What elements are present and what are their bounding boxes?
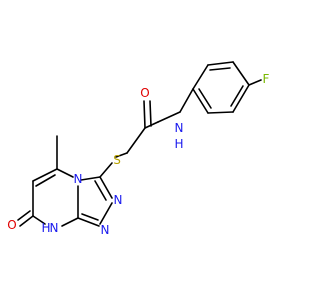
- amide-oxygen-atom-label: O: [140, 86, 149, 100]
- bond-ring-ch2: [179, 88, 194, 113]
- sulfur-atom-label: S: [113, 153, 121, 167]
- bond-s-c3: [99, 162, 113, 178]
- bond-ring-a: [232, 61, 250, 86]
- bond-c3-n4: [80, 176, 101, 181]
- bond-c7-n8: [32, 215, 46, 225]
- amide-nitrogen-atom-label: N: [175, 121, 184, 135]
- bond-ring-f: [232, 84, 250, 113]
- bond-c5-c6-double: [35, 174, 56, 187]
- bond-c3-n2-double: [94, 180, 107, 201]
- atom-labels: F O N H S N N N N H O: [7, 72, 269, 237]
- bond-carbonyl-o-double: [149, 100, 152, 127]
- bond-c3-n2: [99, 176, 113, 199]
- triazole-nitrogen-2-atom-label: N: [114, 193, 123, 207]
- bond-ring-d: [192, 88, 209, 114]
- fluorine-atom-label: F: [263, 72, 270, 86]
- ring-nh-hydrogen-label: H: [41, 221, 50, 235]
- bond-ch2-n: [157, 111, 181, 123]
- bond-ring-e: [207, 111, 234, 114]
- bond-carbonyl-ch2: [126, 127, 146, 154]
- carbonyl-oxygen-atom-label: O: [7, 218, 16, 232]
- bond-ring-c: [192, 64, 209, 90]
- bond-n1-c8a-double: [81, 213, 99, 221]
- bond-ring-f-double: [230, 85, 244, 107]
- background: [0, 0, 300, 300]
- amide-hydrogen-label: H: [174, 137, 183, 151]
- bond-c7-o: [19, 215, 34, 227]
- bond-ring-d-double: [198, 88, 212, 109]
- bond-n4-c5: [56, 168, 74, 178]
- bond-ring-b: [207, 61, 234, 66]
- bond-c7-o-double: [17, 210, 31, 221]
- bond-ch2-s: [115, 152, 128, 158]
- ring-nh-nitrogen-atom-label: N: [50, 221, 59, 235]
- bond-n1-c8a: [77, 217, 100, 227]
- bond-ring-b-double: [209, 67, 231, 71]
- molecule-structure-diagram: F O N H S N N N N H O: [0, 0, 300, 300]
- bonds: [17, 61, 262, 227]
- bridgehead-nitrogen-atom-label: N: [74, 172, 83, 186]
- bond-n2-n1: [99, 202, 113, 225]
- bond-carbonyl-o: [143, 100, 146, 129]
- bond-c5-c6: [32, 168, 58, 182]
- bond-n8-c8a: [61, 217, 79, 227]
- bond-c1-f: [248, 79, 262, 86]
- triazole-nitrogen-1-atom-label: N: [101, 223, 110, 237]
